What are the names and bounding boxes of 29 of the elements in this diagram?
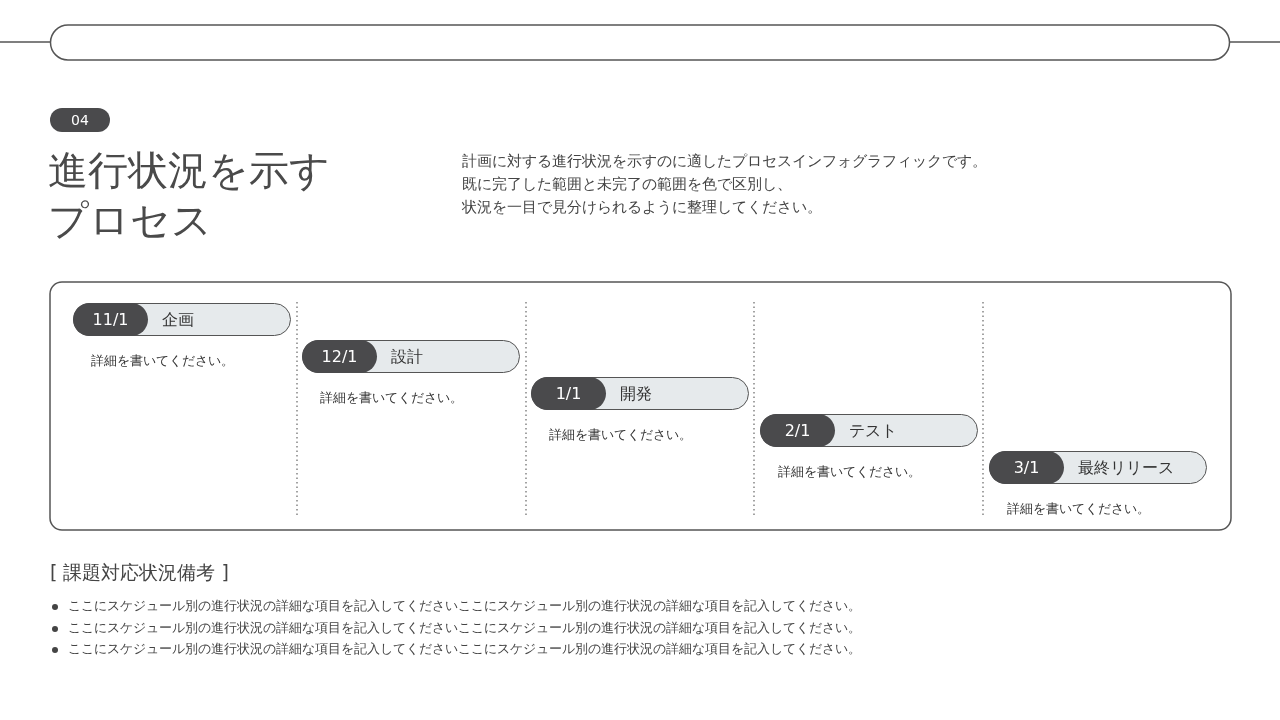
phase-label: 設計 bbox=[391, 346, 423, 368]
bullet-text: ここにスケジュール別の進行状況の詳細な項目を記入してくださいここにスケジュール別の進行状況の詳細な項目を記入してください。 bbox=[68, 597, 861, 615]
bullet-text: ここにスケジュール別の進行状況の詳細な項目を記入してくださいここにスケジュール別の進行状況の詳細な項目を記入してください。 bbox=[68, 640, 861, 658]
phase-label: テスト bbox=[849, 420, 897, 442]
number-badge: 04 bbox=[50, 108, 110, 132]
section-heading: [ 課題対応状況備考 ] bbox=[50, 560, 229, 585]
description-text: 計画に対する進行状況を示すのに適したプロセスインフォグラフィックです。 bbox=[462, 152, 987, 171]
phase-pill bbox=[760, 414, 978, 447]
date-badge: 12/1 bbox=[302, 340, 377, 373]
date-badge: 1/1 bbox=[531, 377, 606, 410]
description-text: 既に完了した範囲と未完了の範囲を色で区別し、 bbox=[462, 175, 792, 194]
phase-label: 企画 bbox=[162, 309, 194, 331]
detail-text: 詳細を書いてください。 bbox=[320, 389, 463, 407]
bullet-text: ここにスケジュール別の進行状況の詳細な項目を記入してくださいここにスケジュール別の進行状況の詳細な項目を記入してください。 bbox=[68, 618, 861, 637]
page-title: 進行状況を示すプロセス bbox=[48, 146, 331, 245]
detail-text: 詳細を書いてください。 bbox=[778, 463, 921, 481]
phase-pill bbox=[531, 377, 749, 410]
detail-text: 詳細を書いてください。 bbox=[1007, 500, 1150, 518]
phase-label: 最終リリース bbox=[1078, 457, 1174, 479]
detail-text: 詳細を書いてください。 bbox=[549, 426, 692, 444]
phase-label: 開発 bbox=[620, 383, 652, 405]
description-text: 状況を一目で見分けられるように整理してください。 bbox=[462, 198, 822, 217]
phase-pill bbox=[989, 451, 1207, 484]
date-badge: 3/1 bbox=[989, 451, 1064, 484]
detail-text: 詳細を書いてください。 bbox=[91, 352, 234, 370]
date-badge: 11/1 bbox=[73, 303, 148, 336]
date-badge: 2/1 bbox=[760, 414, 835, 447]
phase-pill bbox=[302, 340, 520, 373]
phase-pill bbox=[73, 303, 291, 336]
